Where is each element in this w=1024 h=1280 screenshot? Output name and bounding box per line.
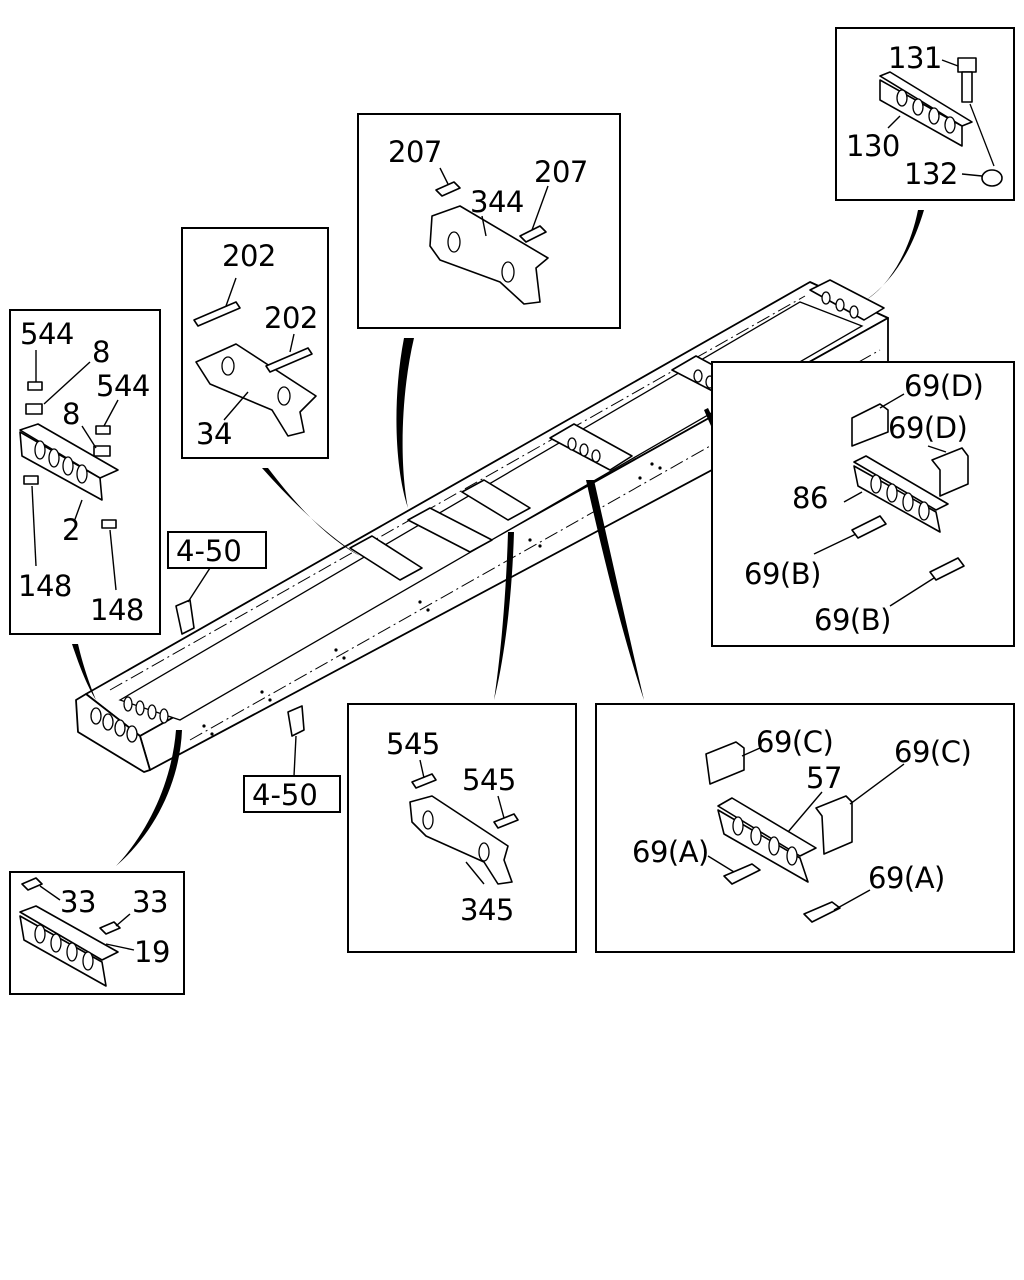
detail-box-rear-crossmember: 131 130 132 xyxy=(835,27,1015,201)
label-148-left: 148 xyxy=(18,569,72,603)
label-69D-lower: 69(D) xyxy=(888,411,967,445)
label-33-left: 33 xyxy=(60,885,96,919)
detail-box-crossmember-345: 545 545 345 xyxy=(347,703,577,953)
label-34: 34 xyxy=(196,417,232,451)
nut-132-icon xyxy=(981,169,1003,187)
plate-207-left xyxy=(435,181,461,197)
label-130: 130 xyxy=(846,129,900,163)
front-crossmember-holes xyxy=(90,696,169,743)
plate-33-right xyxy=(99,921,121,935)
label-207-left: 207 xyxy=(388,135,442,169)
crossmember-345-part xyxy=(409,795,513,885)
plate-207-right xyxy=(519,225,547,243)
detail-box-crossmember-34: 202 202 34 xyxy=(181,227,329,459)
label-86: 86 xyxy=(792,481,828,515)
plate-69C-left xyxy=(705,741,745,785)
label-544-upper: 544 xyxy=(20,317,74,351)
plate-148-right xyxy=(101,519,117,529)
detail-box-front-crossmember: 544 8 544 8 2 148 148 xyxy=(9,309,161,635)
plate-69D-right xyxy=(931,447,969,497)
label-8-upper: 8 xyxy=(92,335,110,369)
plate-202-lower xyxy=(265,347,313,373)
label-19: 19 xyxy=(134,935,170,969)
plate-69A-left xyxy=(723,863,761,885)
label-344: 344 xyxy=(470,185,524,219)
plate-544-upper xyxy=(27,381,43,391)
reference-4-50-upper: 4-50 xyxy=(167,531,267,603)
plate-69B-upper xyxy=(851,515,887,539)
crossmember-344-part xyxy=(429,205,549,305)
bolt-131-icon xyxy=(957,57,977,103)
label-69B-lower: 69(B) xyxy=(814,603,891,637)
label-8-right: 8 xyxy=(62,397,80,431)
detail-box-crossmember-19: 33 33 19 xyxy=(9,871,185,995)
detail-box-crossmember-57: 69(C) 69(C) 57 69(A) 69(A) xyxy=(595,703,1015,953)
label-545-right: 545 xyxy=(462,763,516,797)
plate-545-right xyxy=(493,813,519,829)
label-132: 132 xyxy=(904,157,958,191)
plate-545-left xyxy=(411,773,437,789)
crossmember-344 xyxy=(407,507,493,553)
label-69C-upper: 69(C) xyxy=(756,725,833,759)
label-69A-right: 69(A) xyxy=(868,861,945,895)
ref-label-4-50-lower: 4-50 xyxy=(252,778,318,812)
crossmember-34 xyxy=(349,535,423,581)
plate-8-left xyxy=(25,403,43,415)
plate-8-right xyxy=(93,445,111,457)
reference-4-50-lower: 4-50 xyxy=(243,735,341,813)
crossmember-57 xyxy=(549,423,633,471)
plate-69C-right xyxy=(815,795,853,855)
bracket-4-50-lower xyxy=(287,705,305,737)
detail-box-crossmember-344: 207 207 344 xyxy=(357,113,621,329)
label-69B-upper: 69(B) xyxy=(744,557,821,591)
plate-148-left xyxy=(23,475,39,485)
chassis-frame xyxy=(75,279,889,773)
label-33-right: 33 xyxy=(132,885,168,919)
crossmember-345 xyxy=(461,479,531,521)
label-202-upper: 202 xyxy=(222,239,276,273)
detail-box-crossmember-86: 69(D) 69(D) 86 69(B) 69(B) xyxy=(711,361,1015,647)
label-545-left: 545 xyxy=(386,727,440,761)
label-202-lower: 202 xyxy=(264,301,318,335)
plate-202-upper xyxy=(193,301,241,327)
label-69A-left: 69(A) xyxy=(632,835,709,869)
bracket-4-50-upper xyxy=(175,599,195,635)
ref-label-4-50-upper: 4-50 xyxy=(176,534,242,568)
plate-69B-lower xyxy=(929,557,965,581)
rear-crossmember-130 xyxy=(809,279,885,321)
label-131: 131 xyxy=(888,41,942,75)
label-544-right: 544 xyxy=(96,369,150,403)
label-207-right: 207 xyxy=(534,155,588,189)
plate-69D-left xyxy=(851,403,889,447)
plate-544-right xyxy=(95,425,111,435)
label-57: 57 xyxy=(806,761,842,795)
plate-69A-right xyxy=(803,901,841,923)
label-345: 345 xyxy=(460,893,514,927)
label-69D-upper: 69(D) xyxy=(904,369,983,403)
label-69C-right: 69(C) xyxy=(894,735,971,769)
label-2: 2 xyxy=(62,513,80,547)
label-148-right: 148 xyxy=(90,593,144,627)
plate-33-left xyxy=(21,877,43,891)
